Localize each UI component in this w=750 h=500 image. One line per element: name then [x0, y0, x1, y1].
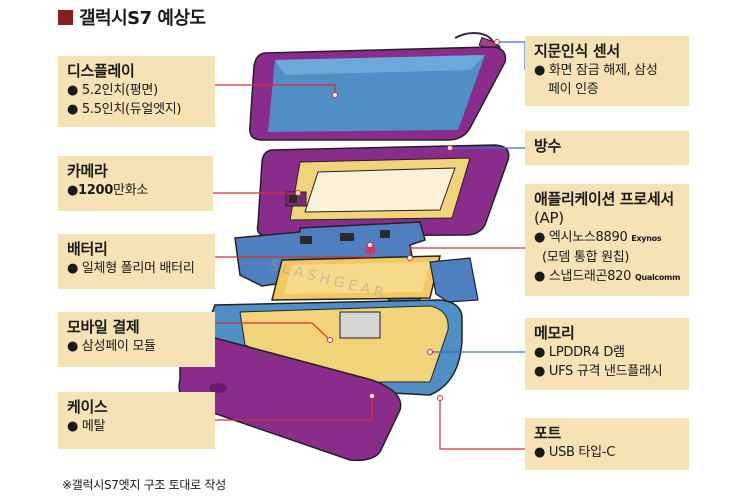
battery-item: ● 일체형 폴리머 배터리: [67, 261, 195, 276]
battery-heading: 배터리: [67, 240, 108, 258]
waterproof-box: 방수: [525, 131, 689, 165]
fingerprint-box: 지문인식 센서 ● 화면 잠금 해제, 삼성 페이 인증: [525, 36, 689, 106]
memory-item-2: ● UFS 규격 낸드플래시: [534, 364, 663, 379]
connector-lines-right: [409, 41, 526, 450]
fingerprint-heading: 지문인식 센서: [534, 42, 620, 60]
mobile-payment-box: 모바일 결제 ● 삼성페이 모듈: [58, 312, 215, 367]
camera-item: ●1200만화소: [67, 183, 149, 198]
camera-box: 카메라 ●1200만화소: [58, 156, 213, 211]
memory-box: 메모리 ● LPDDR4 D램 ● UFS 규격 낸드플래시: [525, 318, 689, 390]
side-board-part: [429, 257, 479, 303]
case-item: ● 메탈: [67, 419, 106, 434]
mobile-payment-item: ● 삼성페이 모듈: [67, 339, 156, 354]
mobile-payment-heading: 모바일 결제: [67, 318, 140, 336]
fingerprint-item-cont: 페이 인증: [548, 82, 599, 97]
display-part: [249, 46, 507, 141]
page-title-text: 갤럭시S7 예상도: [79, 8, 206, 29]
ap-box: 애플리케이션 프로세서 (AP) ● 엑시노스8890 Exynos (모뎀 통…: [525, 184, 689, 296]
battery-box: 배터리 ● 일체형 폴리머 배터리: [58, 234, 215, 289]
battery-part: [271, 255, 441, 301]
port-heading: 포트: [534, 424, 562, 442]
ap-heading-line2: (AP): [534, 209, 564, 227]
waterproof-heading: 방수: [534, 137, 562, 155]
display-heading: 디스플레이: [67, 62, 135, 80]
ap-item-1: ● 엑시노스8890 Exynos: [534, 230, 662, 245]
port-item: ● USB 타입-C: [534, 445, 615, 460]
footnote: ※갤럭시S7엣지 구조 토대로 작성: [62, 478, 226, 492]
port-box: 포트 ● USB 타입-C: [525, 418, 689, 470]
title-square-icon: [58, 9, 73, 25]
camera-part: [285, 191, 307, 207]
memory-item-1: ● LPDDR4 D램: [534, 345, 625, 360]
page-title: 갤럭시S7 예상도: [58, 4, 206, 30]
display-box: 디스플레이 ● 5.2인치(평면) ● 5.5인치(듀얼엣지): [58, 56, 215, 127]
display-item-1: ● 5.2인치(평면): [67, 83, 158, 98]
frame-part: [256, 144, 510, 237]
memory-heading: 메모리: [534, 324, 575, 342]
case-box: 케이스 ● 메탈: [58, 392, 215, 449]
connector-dots: [295, 39, 500, 401]
display-item-2: ● 5.5인치(듀얼엣지): [67, 102, 182, 117]
fingerprint-item: ● 화면 잠금 해제, 삼성: [534, 63, 658, 78]
camera-heading: 카메라: [67, 162, 108, 180]
ap-item-2: ● 스냅드래곤820 Qualcomm: [534, 269, 681, 284]
connector-lines-left: [213, 84, 373, 421]
ap-item-1-cont: (모뎀 통합 원칩): [542, 250, 630, 265]
ap-heading-line1: 애플리케이션 프로세서: [534, 190, 674, 208]
case-heading: 케이스: [67, 398, 108, 416]
